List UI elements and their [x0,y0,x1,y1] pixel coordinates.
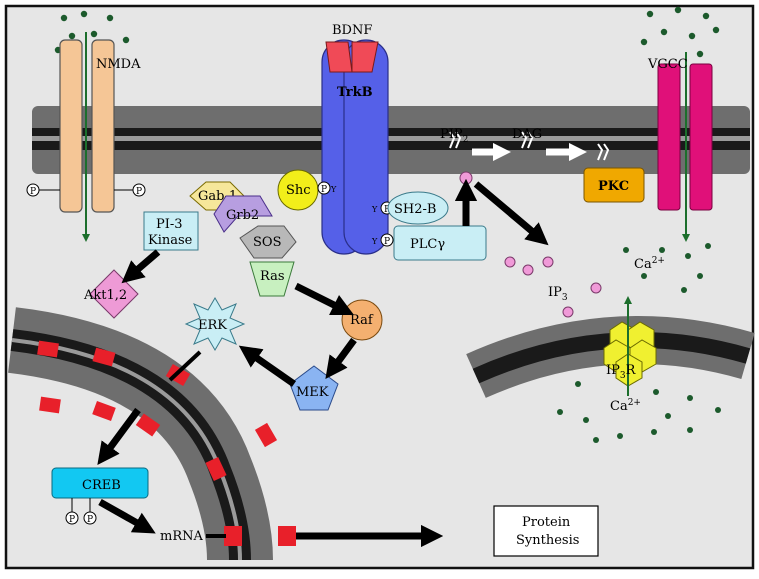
erk-label: ERK [198,318,227,333]
dag-label: DAG [512,127,542,142]
ip3r-label: IP3R [606,363,637,381]
grb2-node [213,195,273,233]
shc-phospho: P Y [317,181,337,195]
nmda-label: NMDA [96,57,141,72]
ras-label: Ras [260,269,285,284]
shc-label: Shc [286,183,311,198]
erk-node [184,297,246,351]
sh2b-node [387,191,449,225]
nuclear-envelope [7,307,273,561]
vgcc-label: VGCC [647,57,688,72]
svg-text:Y: Y [330,185,337,194]
pi3k-label-2: Kinase [148,233,193,248]
svg-text:P: P [69,515,75,525]
plcg-phospho: Y P [371,233,394,247]
sos-label: SOS [253,235,281,250]
creb-box [51,467,149,499]
ras-to-raf-arrow [294,282,355,316]
plasma-membrane [32,106,750,174]
akt-label: Akt1,2 [83,288,127,303]
creb-label: CREB [82,478,121,493]
creb-to-mrna-arrow [98,498,156,534]
mek-label: MEK [296,385,329,400]
ip3-label: IP3 [548,285,568,303]
protein-label-1: Protein [522,515,571,530]
protein-synthesis-box [493,505,599,557]
nmda-phospho-left: P [26,183,60,197]
ras-node [249,261,295,297]
sh2b-label: SH2-B [394,202,436,217]
bdnf-ligand [325,41,379,73]
mek-to-erk-arrow [238,345,296,387]
erk-to-nucleus-line [168,350,202,382]
pkc-box [583,167,645,203]
calcium-label-bottom: Ca2+ [610,398,641,414]
plcg-label: PLCγ [410,237,445,252]
calcium-label-top: Ca2+ [634,256,665,272]
raf-to-mek-arrow [325,337,357,380]
svg-text:Y: Y [371,237,378,246]
calcium-dots-er [557,381,721,443]
nmda-receptor [59,32,115,242]
creb-phospho-1: P [65,498,79,525]
vgcc-channel [657,52,713,242]
pathway-arrows [97,178,549,548]
svg-text:P: P [136,187,142,197]
grb2-label: Grb2 [226,208,259,223]
mrna-label: mRNA [160,529,203,544]
raf-label: Raf [350,313,374,328]
protein-label-2: Synthesis [516,533,579,548]
calcium-dots-extracellular [640,6,720,58]
pi3k-label-1: PI-3 [156,217,183,232]
pi3k-box [143,211,199,251]
plcg-box [393,225,487,261]
pkc-label: PKC [598,179,629,194]
pip2-to-ip3-arrow [473,181,549,246]
nuclear-pores [37,340,296,546]
svg-text:P: P [87,515,93,525]
creb-phospho-2: P [83,498,97,525]
nmda-phospho-right: P [114,183,146,197]
pip2-lipid [449,131,462,149]
svg-text:P: P [30,187,36,197]
trkb-receptor [321,39,389,255]
svg-text:Y: Y [371,205,378,214]
pip2-label: PIP2 [440,127,468,145]
bdnf-label: BDNF [332,23,372,38]
svg-text:P: P [384,205,390,215]
erk-to-creb-arrow [97,407,141,466]
sos-node [239,225,297,259]
calcium-dots-cytosol [623,243,711,293]
trkb-label: TrkB [337,85,373,100]
pkc-lipid [597,143,610,161]
dag-lipid [521,131,534,149]
svg-text:P: P [384,237,390,247]
pi3k-to-akt-arrow [121,249,161,284]
svg-text:P: P [321,185,327,195]
